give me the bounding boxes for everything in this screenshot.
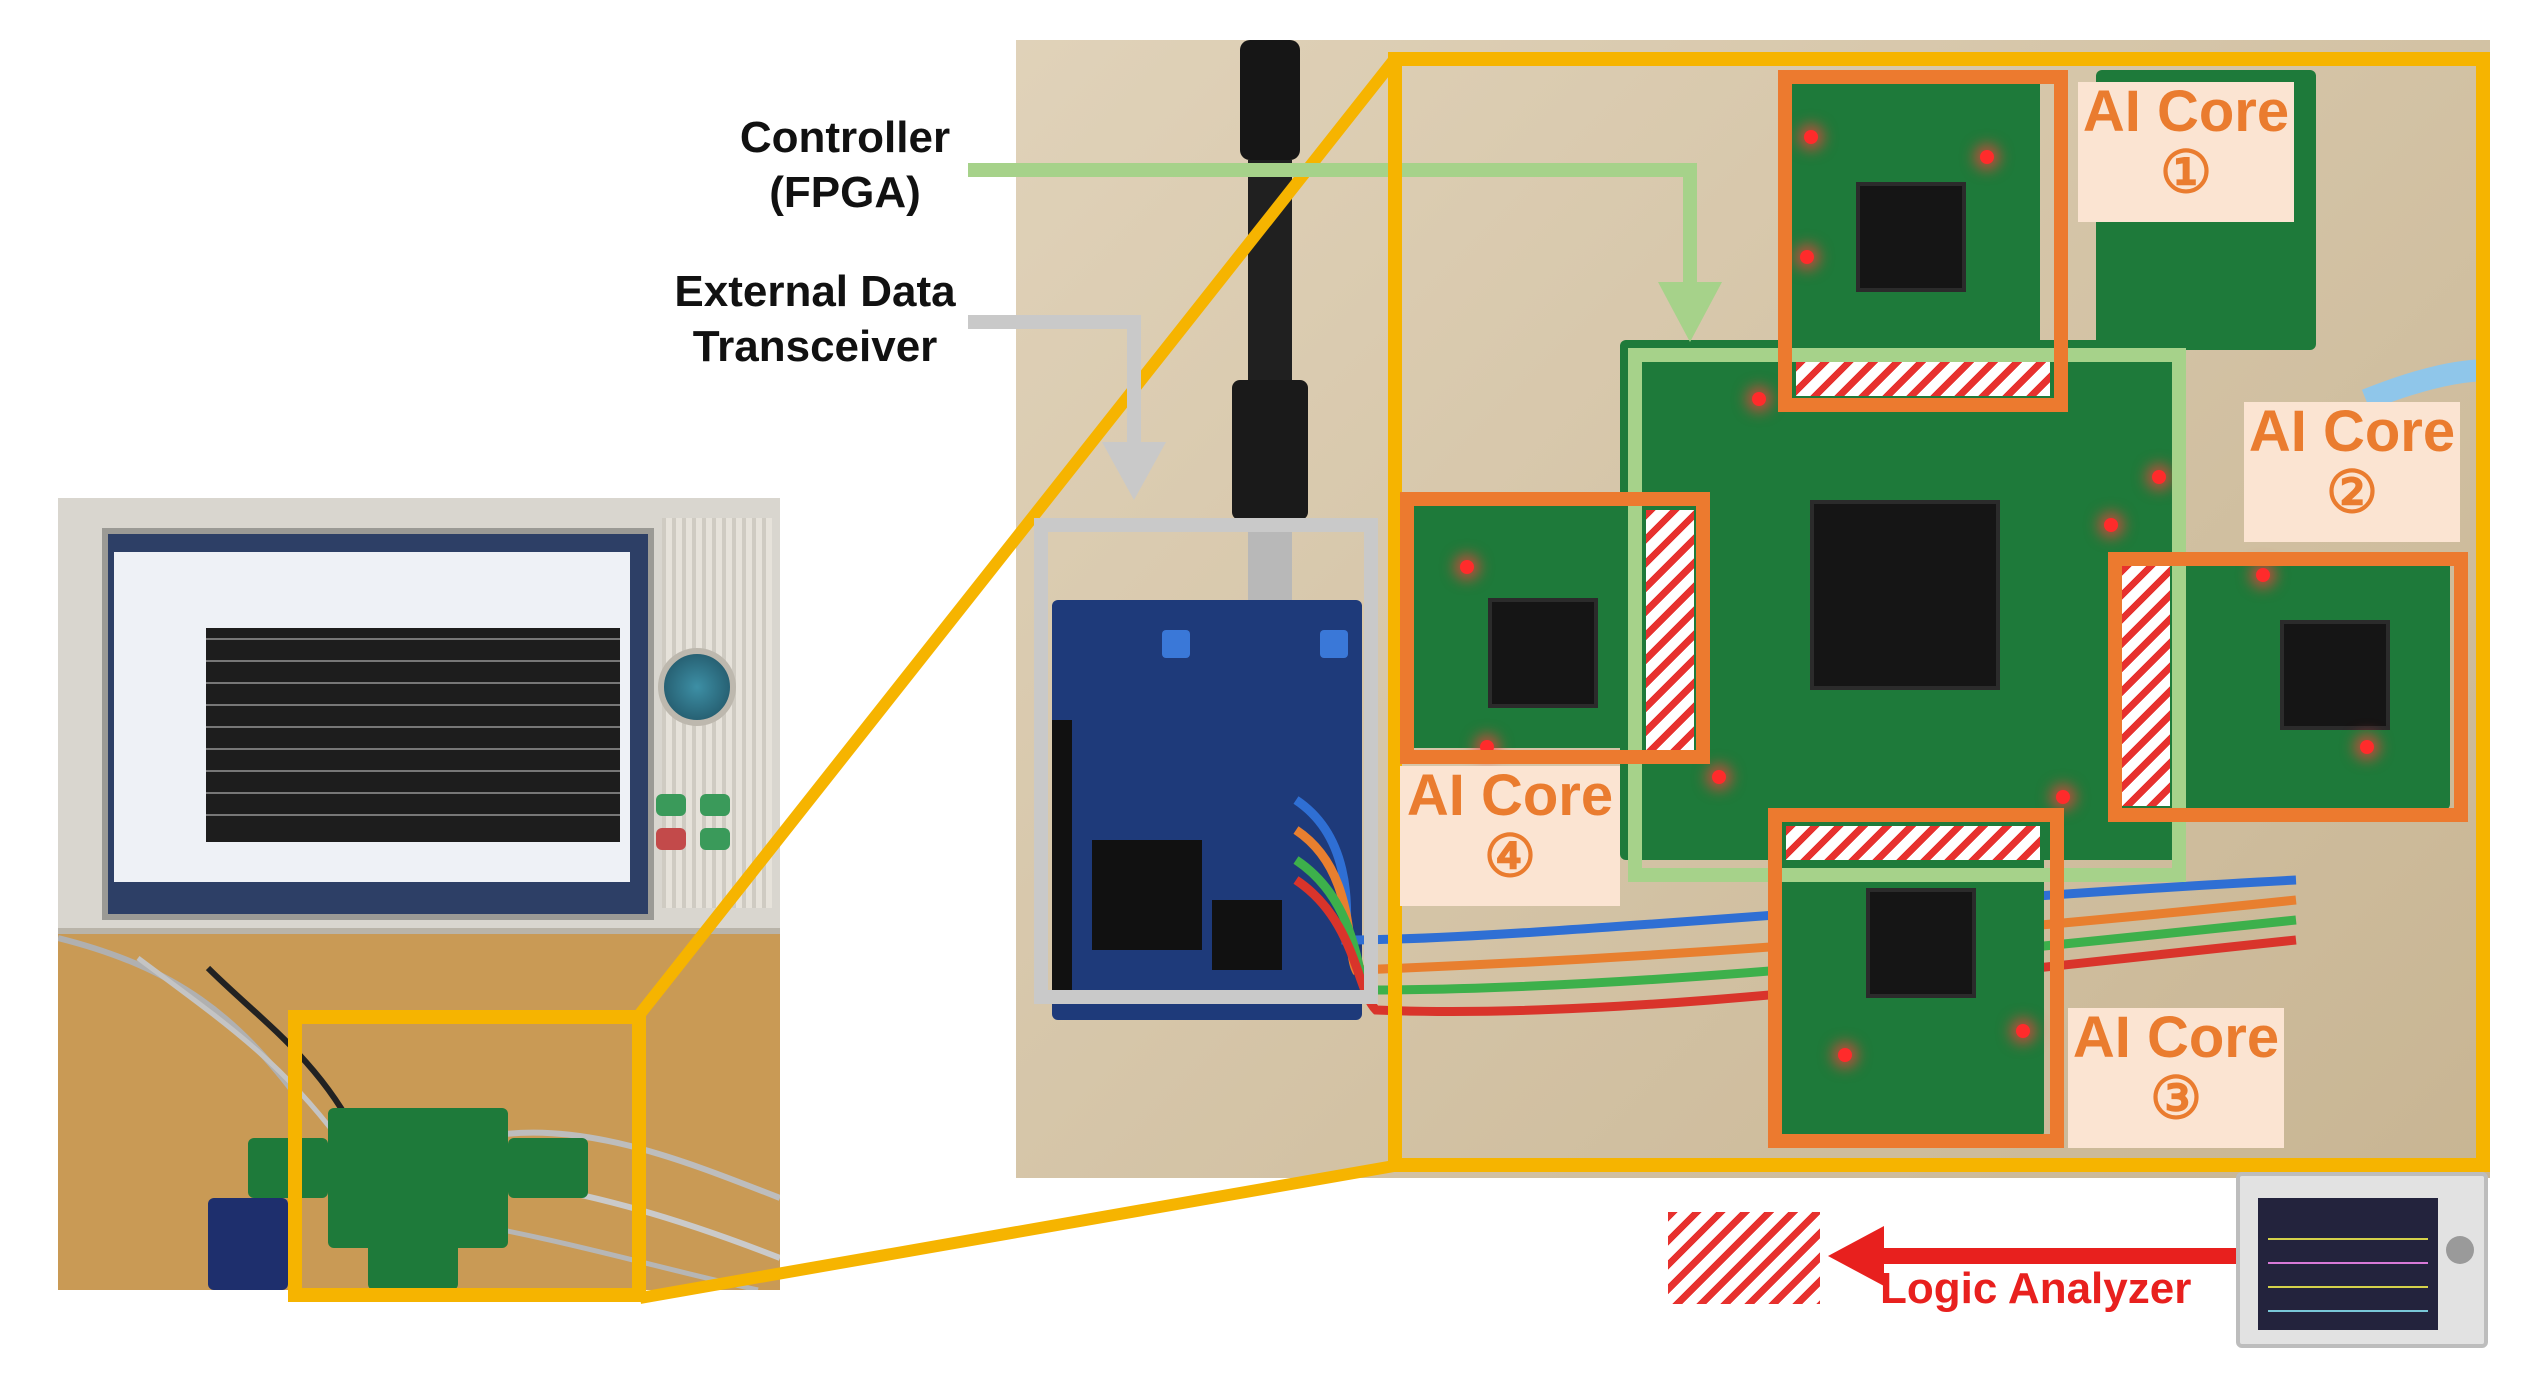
core1-board — [1786, 72, 2040, 402]
core3-board — [1776, 808, 2044, 1138]
fpga-frame — [1628, 348, 2186, 882]
setup-photo — [58, 498, 780, 1290]
zoom-target-box — [1388, 52, 2490, 1172]
core1-frame — [1778, 70, 2068, 412]
core4-frame — [1400, 492, 1710, 764]
zoom-source-box — [288, 1010, 646, 1302]
core2-label: AI Core ② — [2244, 401, 2460, 542]
core1-pin-region — [1796, 362, 2050, 396]
core3-frame — [1768, 808, 2064, 1148]
core4-label: AI Core ④ — [1400, 765, 1620, 906]
transceiver-label: External Data Transceiver — [674, 267, 956, 371]
core2-pin-region — [2122, 566, 2170, 806]
logic-analyzer-icon — [2236, 1172, 2488, 1348]
core4-pin-region — [1646, 510, 1694, 750]
monitor-photo — [58, 498, 780, 934]
transceiver-frame — [1034, 518, 1378, 1004]
core2-frame — [2108, 552, 2468, 822]
core3-pin-region — [1786, 826, 2040, 860]
logic-analyzer-label: Logic Analyzer — [1880, 1264, 2192, 1313]
core3-label: AI Core ③ — [2068, 1007, 2284, 1148]
fpga-board-photo — [1620, 340, 2180, 860]
core1-label: AI Core ① — [2078, 81, 2294, 222]
legend-hatch — [1668, 1212, 1820, 1304]
controller-label: Controller (FPGA) — [739, 113, 951, 217]
